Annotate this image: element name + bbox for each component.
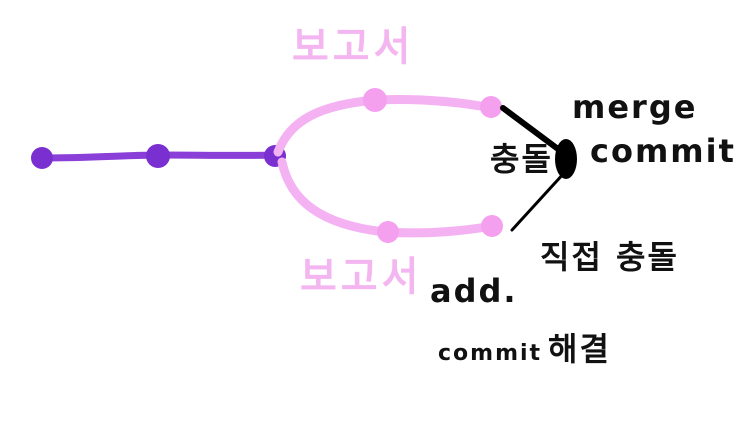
merge-commit-label-line2: commit: [590, 132, 736, 170]
top-commit-2: [480, 96, 502, 118]
bottom-branch-label: 보고서: [300, 254, 422, 300]
commit-resolve-label: commit: [438, 341, 542, 366]
top-branch-line: [273, 94, 497, 157]
top-branch-label: 보고서: [292, 24, 414, 70]
merge-commit-label-line1: merge: [572, 88, 697, 126]
conflict-label: 충돌: [490, 140, 553, 178]
resolve-heading: 직접 충돌: [540, 238, 679, 276]
merge-commit: [555, 139, 577, 179]
add-label: add.: [430, 272, 518, 310]
merge-line-bottom: [510, 170, 567, 232]
main-commit-2: [146, 144, 170, 168]
top-commit-1: [363, 88, 387, 112]
bottom-commit-2: [481, 215, 503, 237]
main-commit-1: [31, 147, 53, 169]
merge-line-top: [500, 105, 565, 155]
bottom-commit-1: [377, 221, 399, 243]
resolve-label: 해결: [548, 330, 611, 368]
